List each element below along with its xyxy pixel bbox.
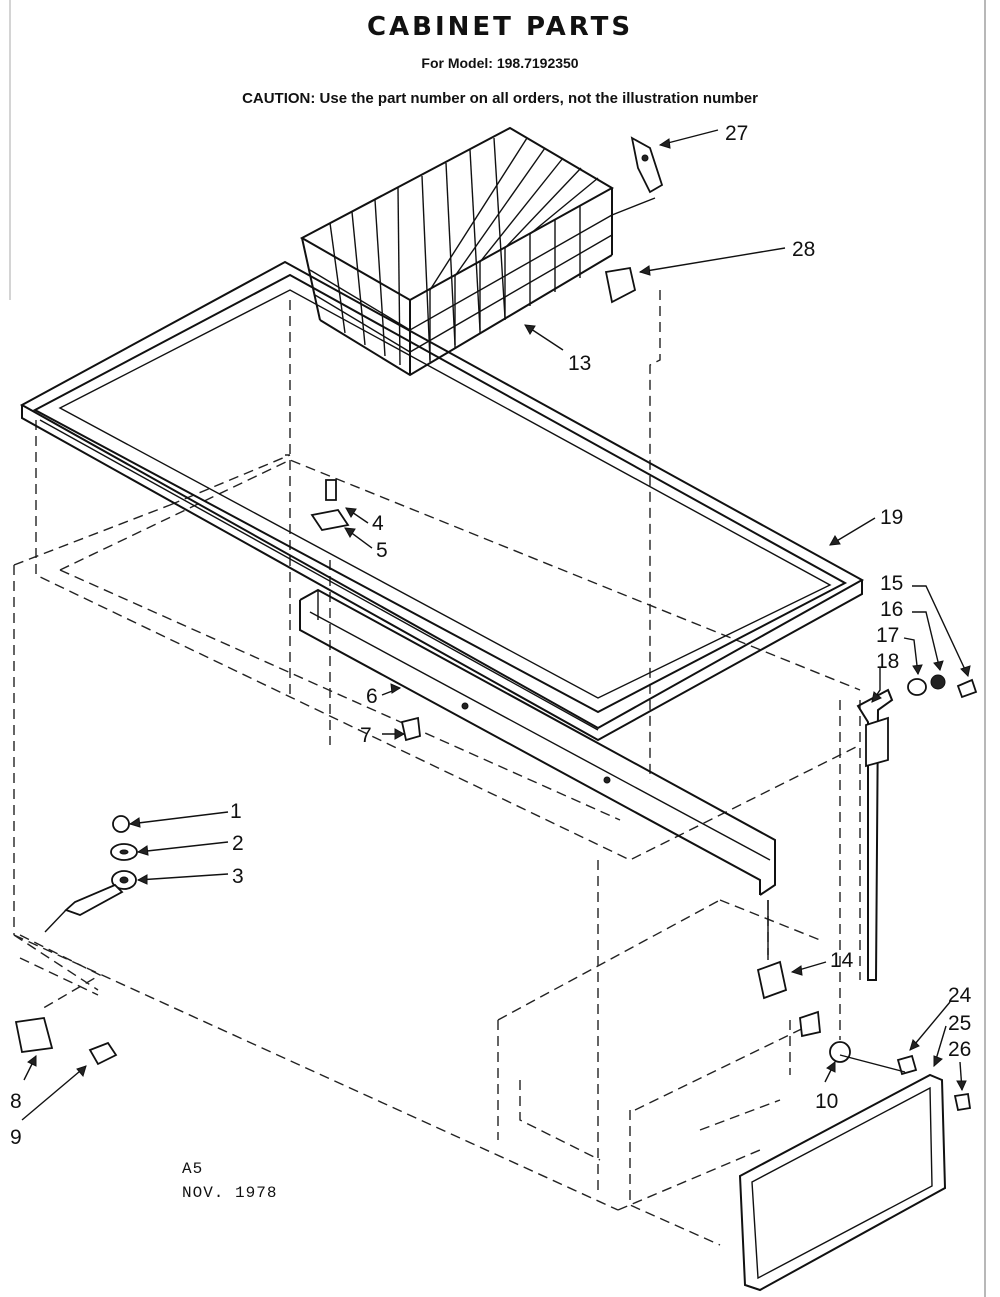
callout-labels: 1 2 3 4 5 6 7 8 9 10 13 14 15 16 17 18 1… xyxy=(10,122,972,1149)
screw-7 xyxy=(400,716,421,742)
rod-18 xyxy=(856,688,894,981)
revision-date: NOV. 1978 xyxy=(182,1184,278,1202)
washer-17 xyxy=(907,678,927,696)
callout-8: 8 xyxy=(10,1090,22,1113)
page-title: CABINET PARTS xyxy=(366,12,634,42)
callout-6: 6 xyxy=(366,685,378,708)
callout-15: 15 xyxy=(880,572,903,595)
screw-26 xyxy=(953,1092,972,1112)
callout-7: 7 xyxy=(360,724,372,747)
basket-13 xyxy=(299,126,656,377)
callout-26: 26 xyxy=(948,1038,971,1061)
callout-1: 1 xyxy=(230,800,242,823)
callout-13: 13 xyxy=(568,352,591,375)
callout-25: 25 xyxy=(948,1012,971,1035)
callout-18: 18 xyxy=(876,650,899,673)
cover-panel-25 xyxy=(738,1073,947,1292)
bracket-10 xyxy=(799,1010,851,1063)
callout-5: 5 xyxy=(376,539,388,562)
callout-16: 16 xyxy=(880,598,903,621)
callout-10: 10 xyxy=(815,1090,838,1113)
leader-lines xyxy=(21,129,971,1121)
nut-16 xyxy=(930,674,946,690)
callout-19: 19 xyxy=(880,506,903,529)
plug-24 xyxy=(896,1054,918,1076)
callout-24: 24 xyxy=(948,984,972,1007)
hinge-clip-28 xyxy=(604,266,637,304)
bracket-8 xyxy=(14,1016,54,1054)
cabinet-outline xyxy=(13,290,861,1246)
callout-28: 28 xyxy=(792,238,815,261)
screw-4 xyxy=(325,479,337,501)
lever-arm xyxy=(44,883,124,933)
hinge-bracket-27 xyxy=(630,136,664,194)
model-number: For Model: 198.7192350 xyxy=(421,55,579,71)
bolt-15 xyxy=(956,678,978,699)
screw-9 xyxy=(88,1041,118,1066)
nut-1 xyxy=(112,815,130,833)
callout-17: 17 xyxy=(876,624,899,647)
callout-9: 9 xyxy=(10,1126,22,1149)
callout-3: 3 xyxy=(232,865,244,888)
caution-note: CAUTION: Use the part number on all orde… xyxy=(242,90,758,107)
rail-6 xyxy=(299,588,776,896)
top-frame-19 xyxy=(19,260,865,742)
clip-5 xyxy=(310,509,350,531)
callout-14: 14 xyxy=(830,949,854,972)
washer-2 xyxy=(110,843,138,861)
page-code: A5 xyxy=(182,1160,204,1178)
callout-2: 2 xyxy=(232,832,244,855)
callout-27: 27 xyxy=(725,122,748,145)
latch-14 xyxy=(756,900,788,1000)
washer-3 xyxy=(111,870,137,890)
callout-4: 4 xyxy=(372,512,384,535)
